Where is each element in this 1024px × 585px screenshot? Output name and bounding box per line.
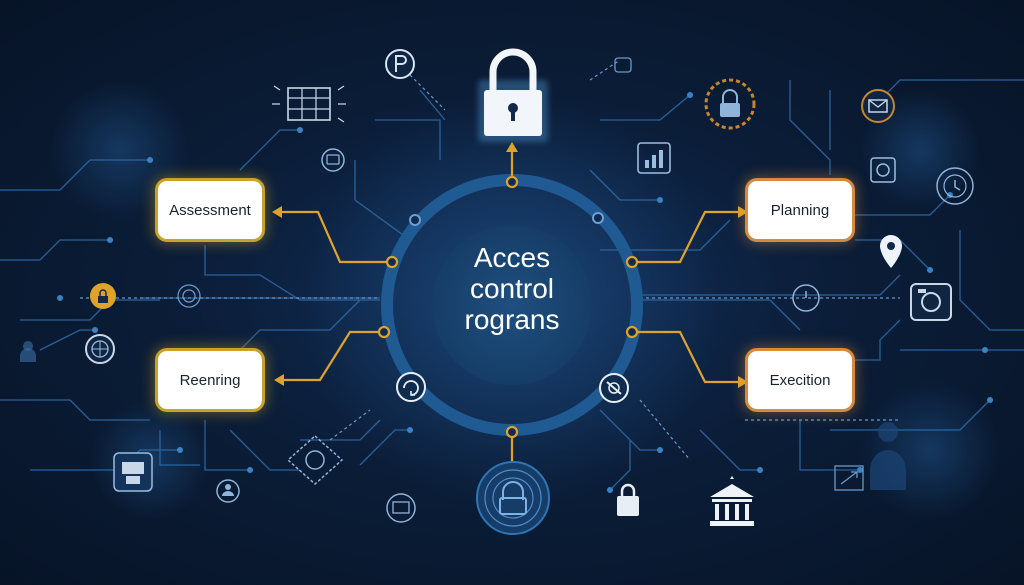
execution-label: Execition <box>769 371 831 389</box>
person-silhouette <box>870 422 906 490</box>
execution-node: Execition <box>748 351 852 409</box>
fingerprint-small-icon <box>177 284 201 308</box>
small-robot-icon <box>614 57 632 73</box>
reenring-label: Reenring <box>179 371 241 389</box>
printer-icon <box>113 452 153 492</box>
ring-nodes <box>377 175 639 439</box>
user-icon <box>216 479 240 503</box>
bank-icon <box>710 476 754 526</box>
calendar-grid-icon <box>272 85 346 123</box>
globe-badge-icon <box>85 334 115 364</box>
coin-lock-icon <box>90 283 116 309</box>
lock-small-icon <box>870 157 896 183</box>
left-user-icon <box>20 341 36 362</box>
connector-lines <box>280 150 740 465</box>
time-dial-icon <box>792 284 820 312</box>
gear-lock-icon <box>704 78 756 130</box>
location-pin-icon <box>880 235 902 268</box>
bar-chart-icon <box>637 142 671 174</box>
fingerprint-badge-icon <box>476 461 550 535</box>
p-coin-icon <box>385 49 415 79</box>
reenring-node: Reenring <box>158 351 262 409</box>
clock-icon <box>936 167 974 205</box>
chat-bubble-icon <box>321 148 345 172</box>
assessment-label: Assessment <box>169 201 251 219</box>
envelope-small-icon <box>386 493 416 523</box>
resize-icon <box>834 465 864 491</box>
padlock-icon <box>478 48 548 142</box>
center-title-line-1: Acces <box>473 242 551 273</box>
center-title: Acces control rograns <box>432 242 592 335</box>
planning-node: Planning <box>748 181 852 239</box>
planning-label: Planning <box>770 201 830 219</box>
padlock-small-icon <box>617 483 639 516</box>
refresh-icon <box>396 372 426 402</box>
connector-arrowheads <box>272 142 748 388</box>
assessment-node: Assessment <box>158 181 262 239</box>
keyhole-badge-icon <box>599 373 629 403</box>
mail-icon <box>861 89 895 123</box>
core-circle <box>432 225 592 385</box>
camera-icon <box>910 283 952 321</box>
trace-dots <box>57 92 993 493</box>
center-title-line-2: control <box>469 273 555 304</box>
center-title-line-3: rograns <box>464 304 560 335</box>
shield-handshake-icon <box>286 434 344 486</box>
